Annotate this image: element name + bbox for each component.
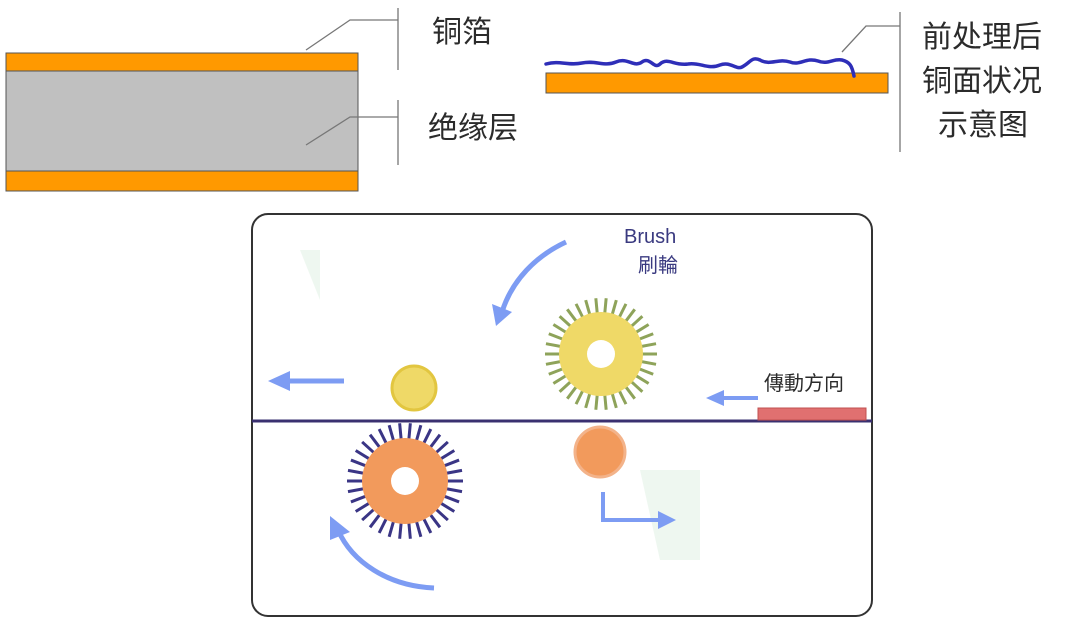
surface-caption-line-1: 前处理后 [922,20,1042,55]
bristle [354,500,372,513]
lower-brush [347,423,463,539]
copper-foil-leader [305,19,398,51]
insulation-leader [305,116,398,146]
copper-foil-bottom [5,170,359,192]
bristle [438,449,456,462]
leader-lines-left [305,8,399,165]
direction-label: 傳動方向 [764,371,844,395]
bristle [427,512,442,529]
brush-machine-diagram [251,213,873,617]
bristle [350,458,369,468]
surface-caption-line-2: 铜面状况 [922,64,1042,99]
bristle [347,486,366,494]
drop-arrow-head [658,511,676,529]
bristle [433,506,449,522]
bristle [414,519,423,538]
exit-arrow-head [268,371,290,391]
lower-roller [573,425,627,479]
rotation-arrow-top [499,239,568,313]
bristle [361,506,377,522]
bristle [347,468,366,476]
bristle [433,440,449,456]
bristle [387,519,396,538]
bristle [438,500,456,513]
surface-diagram [544,12,901,152]
bristle [354,449,372,462]
bristle [350,494,369,504]
rotation-arrow-bottom-head [330,516,350,540]
bristle [368,512,383,529]
copper-foil-label: 铜箔 [432,15,492,50]
brush-label-en: Brush [624,226,677,248]
bristle [407,423,412,442]
bristle [361,440,377,456]
upper-brush [545,298,657,410]
conveyor-pad [757,407,867,421]
laminate-cross-section [5,52,359,192]
brush-label-zh: 刷輪 [638,255,678,277]
rotation-arrow-top-head [492,304,512,326]
roughened-copper-surface [544,57,856,78]
copper-strip [545,72,889,94]
insulation-layer [5,70,359,172]
drop-arrow [601,492,660,522]
feed-arrow-head [706,390,724,406]
bristle [398,423,403,442]
surface-leader [841,25,900,53]
bristle [441,494,460,504]
upper-roller [390,364,438,412]
surface-caption-line-3: 示意图 [938,108,1028,143]
copper-foil-top [5,52,359,72]
background-watermark [300,250,700,560]
bristle [441,458,460,468]
insulation-label: 绝缘层 [428,111,518,146]
rotation-arrow-bottom [335,528,435,591]
